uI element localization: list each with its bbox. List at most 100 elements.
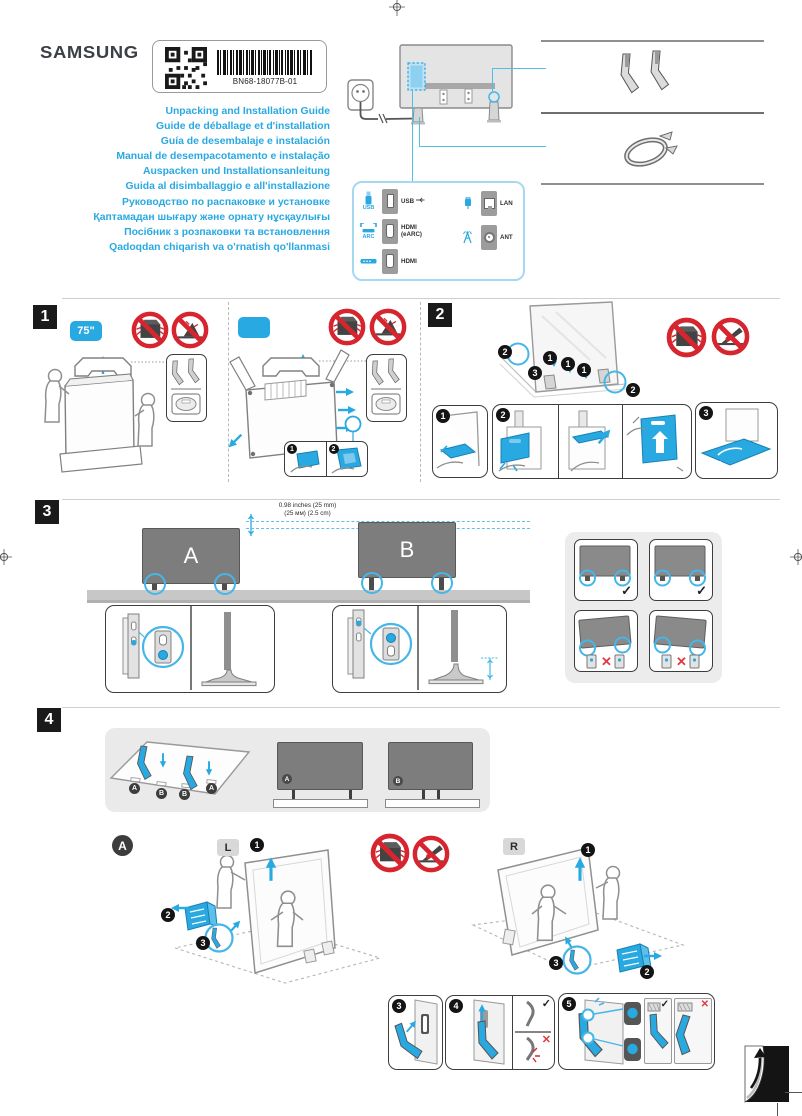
hdmi-port: [382, 248, 398, 274]
size-badge-blank: [238, 317, 270, 338]
no-crush-box-icon: [370, 833, 410, 873]
level-bad-art-2: [653, 615, 707, 669]
step-5-badge: 5: [562, 997, 576, 1011]
leg-insert-step-4-art: [473, 999, 505, 1065]
leg-click-step-5-panel: 5 ✓ ✕: [558, 993, 715, 1070]
unpack-step-2-panel: 2: [492, 404, 692, 479]
line-to-stand-legs-h: [492, 68, 546, 70]
install-step-3: 3: [196, 936, 210, 950]
no-crush-box-icon: [666, 317, 707, 358]
no-press-screen-icon: [412, 835, 450, 873]
install-step-1: 1: [581, 843, 595, 857]
click-bad-frame: ✕: [668, 998, 712, 1064]
unpack-step-2b: [559, 405, 623, 478]
tv-a-right-foot-highlight: [214, 573, 236, 595]
section1-illustration: [44, 349, 366, 473]
multilingual-titles: Unpacking and Installation Guide Guide d…: [0, 104, 330, 255]
callout-1: 1: [561, 357, 575, 371]
click-ok-art: [647, 1002, 669, 1049]
stand-legs-icon: [617, 49, 674, 94]
title-en: Unpacking and Installation Guide: [165, 106, 330, 117]
usb-caption: USB: [362, 205, 375, 211]
ant-port: [481, 224, 497, 250]
install-step-2: 2: [161, 908, 175, 922]
level-bad-panel-2: ✕: [649, 610, 713, 672]
samsung-logo: SAMSUNG: [40, 41, 139, 62]
unpack-step-2a-art: [498, 410, 542, 472]
template-slot-b: B: [156, 788, 167, 799]
antenna-icon: [463, 230, 472, 244]
section1-section2-divider: [420, 302, 421, 482]
registration-mark-top: [389, 0, 405, 16]
unpack-step-2a: 2: [493, 405, 559, 478]
title-de: Auspacken und Installationsanleitung: [142, 166, 330, 178]
page-curl-icon: [744, 1045, 789, 1103]
cable-holder-icon: [624, 131, 678, 167]
connector-column-right: LAN ANT: [457, 186, 519, 276]
hdmi-earc-label: HDMI (eARC): [401, 224, 422, 238]
line-to-stand-legs-v: [492, 68, 494, 93]
section3-number: 3: [35, 500, 59, 524]
section4-number: 4: [37, 708, 61, 732]
level-ok-panel-1: ✓: [574, 539, 638, 601]
title-it: Guida al disimballaggio e all'installazi…: [125, 181, 330, 193]
tv-a-label: A: [183, 543, 199, 568]
tv-a-shelf: [273, 799, 368, 808]
barcode-icon: [217, 50, 312, 75]
no-crush-box-icon: [328, 308, 366, 346]
level-ok-panel-2: ✓: [649, 539, 713, 601]
gap-arrow-icon: [248, 514, 254, 536]
install-right-leg-illustration: [471, 847, 685, 975]
leg-insert-step-3-art: [394, 999, 438, 1065]
install-step-2: 2: [640, 965, 654, 979]
title-kk: Қаптамадан шығару және орнату нұсқаулығы: [93, 211, 330, 223]
step-4-badge: 4: [449, 999, 463, 1013]
connector-row-lan: LAN: [457, 186, 519, 220]
leg-position-b-panel: [332, 605, 507, 693]
section1-rule: [62, 298, 780, 299]
connector-column-left: USB USB ARC HDMI (eARC): [358, 186, 452, 276]
unpack-step-2c-art: [626, 414, 684, 472]
cross-mark: ✕: [541, 1034, 551, 1046]
leg-insert-step-4-panel: 4 ✓ ✕: [445, 995, 555, 1070]
section4-rule: [62, 707, 780, 708]
height-dash-top: [246, 521, 530, 522]
size-75-badge: 75": [70, 321, 102, 341]
registration-mark-left: [0, 549, 12, 565]
tv-b: B: [358, 522, 456, 578]
tv-b-right-leg: [437, 790, 440, 799]
soundbar-arc-icon: [360, 222, 377, 232]
install-step-1: 1: [250, 838, 264, 852]
connector-row-ant: ANT: [457, 220, 519, 254]
click-bad-art: [668, 1002, 703, 1058]
step-2-badge: 2: [328, 444, 339, 454]
template-slot-a: A: [129, 783, 140, 794]
section2-number: 2: [428, 303, 452, 327]
callout-1: 1: [577, 363, 591, 377]
section1-divider: [228, 302, 229, 482]
accessory-divider-3: [541, 183, 764, 185]
step-2-badge: 2: [496, 408, 510, 422]
callout-3: 3: [528, 366, 542, 380]
lan-plug-icon: [464, 197, 471, 209]
corner-step-1: 1: [285, 442, 327, 476]
corner-step-1-art: [290, 450, 320, 473]
connector-row-hdmi-earc: ARC HDMI (eARC): [358, 216, 452, 246]
tv-a-overview: [277, 742, 363, 790]
unpack-step-1-panel: 1: [432, 405, 488, 478]
hook-check-column: ✓ ✕: [513, 996, 554, 1069]
parts-inset-a-art: [170, 358, 202, 415]
level-bad-panel-1: ✕: [574, 610, 638, 672]
corner-protector-steps: 1 2: [284, 441, 368, 477]
hook-check-art: [515, 1000, 551, 1063]
usb-label: USB: [401, 197, 425, 205]
line-to-connector-panel: [412, 90, 414, 181]
cross-mark: ✕: [601, 654, 612, 669]
unpack-step-2c: [623, 405, 691, 478]
line-to-cable-holder-h: [419, 146, 546, 148]
callout-2: 2: [626, 383, 640, 397]
check-mark: ✓: [541, 998, 551, 1010]
tv-a-left-foot-highlight: [144, 573, 166, 595]
tv-b-left-leg: [422, 790, 425, 799]
